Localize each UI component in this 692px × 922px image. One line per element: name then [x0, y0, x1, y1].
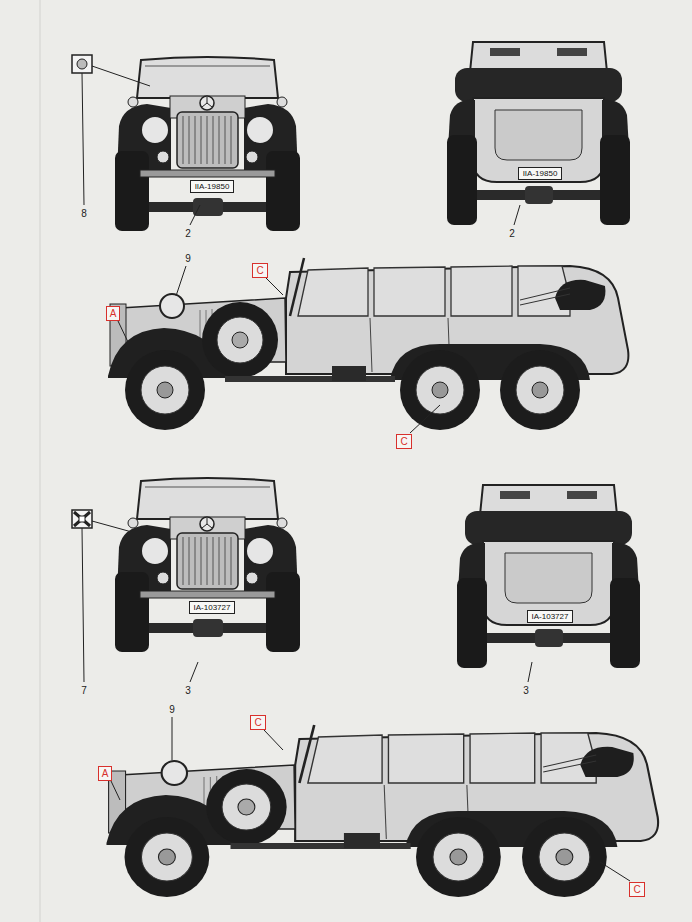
paint-code: C: [254, 717, 261, 728]
paint-code: A: [110, 308, 117, 319]
paint-code: A: [102, 768, 109, 779]
callout-number: 7: [81, 685, 87, 696]
paint-code-box: C: [629, 882, 644, 897]
paint-code: C: [633, 884, 640, 895]
plate-number: IA-103727: [194, 603, 231, 612]
licence-plate: IIA-19850: [518, 167, 563, 180]
callout-number: 2: [509, 228, 515, 239]
callout-number: 2: [185, 228, 191, 239]
licence-plate: IIA-19850: [190, 180, 235, 193]
paint-code: C: [400, 436, 407, 447]
leader-lines: [82, 66, 630, 881]
paint-code-box: C: [396, 434, 411, 449]
callout-number: 9: [169, 704, 175, 715]
callout-number: 3: [523, 685, 529, 696]
callout-number: 3: [185, 685, 191, 696]
paint-code: C: [256, 265, 263, 276]
paint-code-box: A: [106, 306, 121, 321]
licence-plate: IA-103727: [527, 610, 574, 623]
plate-number: IIA-19850: [523, 169, 558, 178]
callout-number: 8: [81, 208, 87, 219]
plate-number: IA-103727: [532, 612, 569, 621]
licence-plate: IA-103727: [189, 601, 236, 614]
callout-number: 9: [185, 253, 191, 264]
paint-code-box: C: [252, 263, 267, 278]
paint-code-box: C: [250, 715, 265, 730]
paint-code-box: A: [98, 766, 113, 781]
plate-number: IIA-19850: [195, 182, 230, 191]
